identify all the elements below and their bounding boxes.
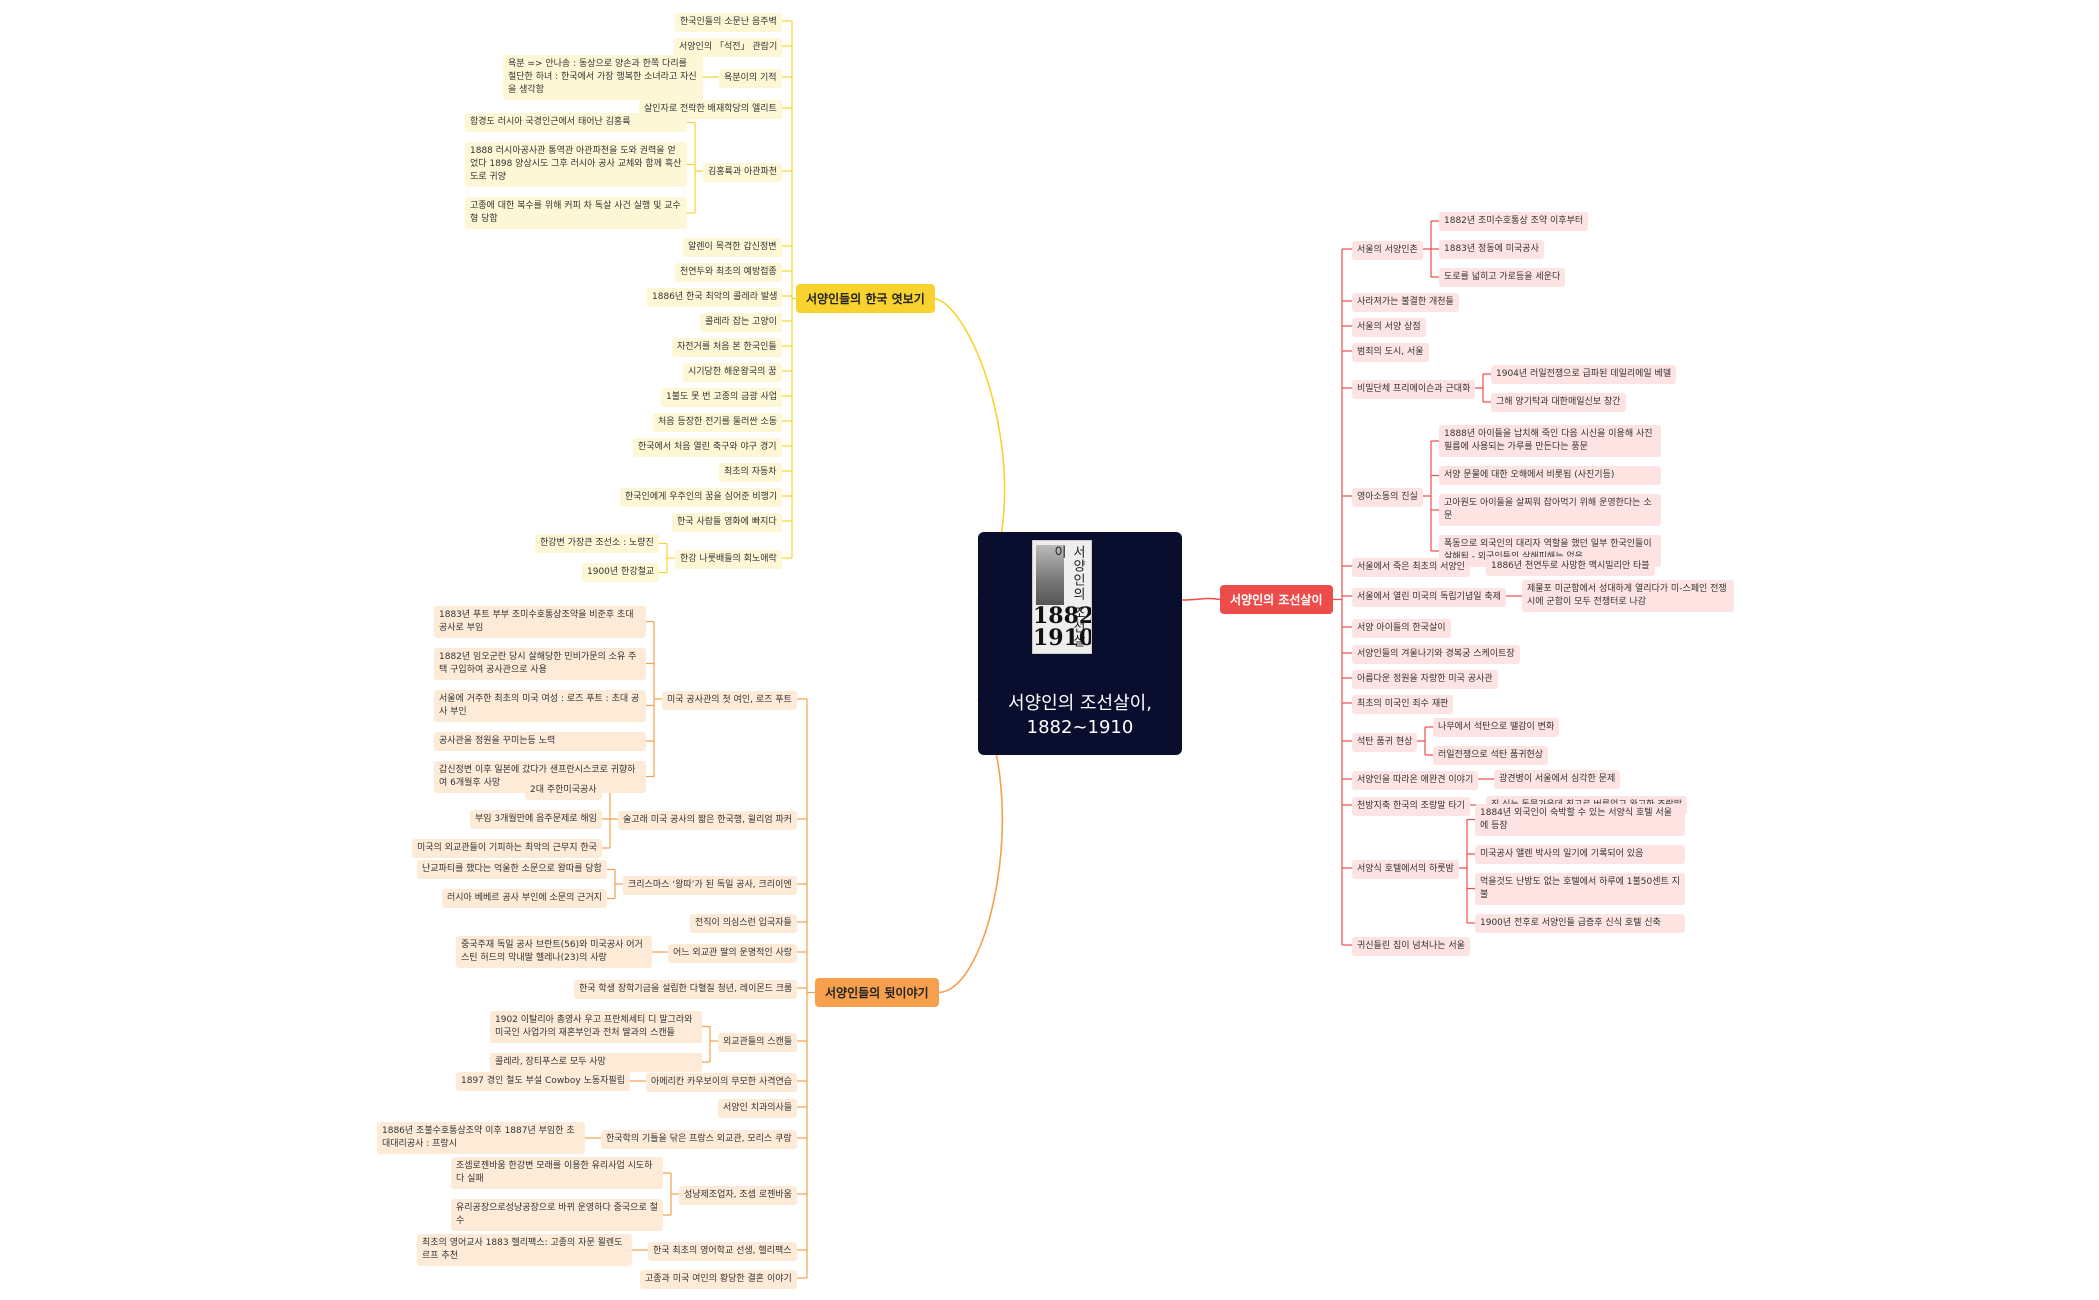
branch-red-item[interactable]: 서양인을 따라온 애완견 이야기 — [1352, 771, 1479, 790]
branch-red-subitem[interactable]: 도로를 넓히고 가로등을 세운다 — [1439, 267, 1566, 287]
branch-red-subitem[interactable]: 1882년 조미수호통상 조약 이후부터 — [1439, 211, 1589, 231]
branch-red-item[interactable]: 귀신들린 집이 넘쳐나는 서울 — [1352, 937, 1470, 956]
branch-red-item[interactable]: 비밀단체 프리메이슨과 근대화 — [1352, 380, 1476, 399]
branch-red-item[interactable]: 서울에서 죽은 최초의 서양인 — [1352, 558, 1470, 577]
branch-yellow-item[interactable]: 한국인에게 우주인의 꿈을 심어준 비행기 — [620, 488, 783, 507]
branch-orange-item[interactable]: 전직이 의심스런 입국자들 — [690, 914, 797, 933]
branch-orange-subitem[interactable]: 1883년 푸트 부부 조미수호통상조약을 비준후 초대 공사로 부임 — [434, 605, 646, 638]
branch-orange-subitem[interactable]: 1897 경인 철도 부설 Cowboy 노동자필립 — [456, 1071, 630, 1091]
branch-yellow-subitem[interactable]: 함경도 러시아 국경인근에서 태어난 김홍륙 — [465, 113, 687, 132]
branch-orange-subitem[interactable]: 공사관을 정원을 꾸미는등 노력 — [434, 731, 646, 751]
branch-red-subitem[interactable]: 1886년 천연두로 사망한 맥시밀리안 타블 — [1486, 556, 1655, 576]
branch-orange-subitem[interactable]: 미국의 외교관들이 기피하는 최악의 근무지 한국 — [412, 838, 602, 858]
branch-yellow-item[interactable]: 서양인의 「석전」 관람기 — [674, 38, 783, 57]
branch-orange-subitem[interactable]: 콜레라, 장티푸스로 모두 사망 — [490, 1052, 702, 1072]
connector-line — [1181, 597, 1221, 601]
branch-red-subitem[interactable]: 1888년 아이들을 납치해 죽인 다음 시신을 이용해 사진 필름에 사용되는… — [1439, 425, 1661, 457]
branch-orange-topic[interactable]: 서양인들의 뒷이야기 — [815, 978, 939, 1007]
branch-orange-item[interactable]: 크리스마스 ‘왕따’가 된 독일 공사, 크리이엔 — [623, 876, 797, 895]
branch-orange-item[interactable]: 한국 최초의 영어학교 선생, 헬리팩스 — [648, 1242, 797, 1261]
branch-red-item[interactable]: 서울의 서양 상점 — [1352, 318, 1426, 337]
branch-orange-item[interactable]: 성냥제조업자, 조셉 로젠바움 — [679, 1186, 797, 1205]
branch-orange-item[interactable]: 술고래 미국 공사의 짧은 한국행, 윌리엄 파커 — [618, 811, 798, 830]
branch-yellow-item[interactable]: 한강 나룻배들의 회노애락 — [675, 550, 782, 569]
branch-orange-item[interactable]: 아메리칸 카우보이의 무모한 사격연습 — [646, 1073, 798, 1092]
branch-orange-subitem[interactable]: 조셉로젠바움 한강변 모래를 이용한 유리사업 시도하다 실패 — [451, 1157, 663, 1189]
branch-red-subitem[interactable]: 나무에서 석탄으로 땔감이 변화 — [1433, 717, 1560, 737]
branch-yellow-item[interactable]: 한국인들의 소문난 음주벽 — [675, 13, 782, 32]
branch-red-subitem[interactable]: 고아원도 아이들을 살찌워 잡아먹기 위해 운영한다는 소문 — [1439, 494, 1661, 526]
branch-yellow-subitem[interactable]: 욕분 => 안나송 : 동상으로 양손과 한쪽 다리를 절단한 하녀 : 한국에… — [503, 54, 703, 100]
branch-orange-subitem[interactable]: 서울에 거주한 최초의 미국 여성 : 로즈 푸트 : 초대 공사 부인 — [434, 689, 646, 722]
branch-yellow-item[interactable]: 한국에서 처음 열린 축구와 야구 경기 — [633, 438, 782, 457]
branch-red-subitem[interactable]: 서양 문물에 대한 오해에서 비롯됨 (사진기등) — [1439, 466, 1661, 485]
branch-orange-subitem[interactable]: 부임 3개월만에 음주문제로 해임 — [470, 809, 602, 829]
branch-red-subitem[interactable]: 그해 양기탁과 대한매일신보 창간 — [1491, 392, 1626, 412]
book-cover-title: 서양인의 조선살이 — [1051, 545, 1085, 649]
branch-yellow-topic[interactable]: 서양인들의 한국 엿보기 — [796, 284, 935, 313]
branch-orange-item[interactable]: 서양인 치과의사들 — [718, 1099, 798, 1118]
branch-orange-subitem[interactable]: 러시아 베베르 공사 부인에 소문의 근거지 — [442, 889, 608, 908]
branch-red-item[interactable]: 천방지축 한국의 조랑말 타기 — [1352, 797, 1470, 816]
branch-yellow-item[interactable]: 시기당한 해운왕국의 꿈 — [683, 363, 782, 382]
branch-yellow-item[interactable]: 김홍륙과 아관파천 — [703, 163, 783, 182]
branch-yellow-item[interactable]: 천연두와 최초의 예방접종 — [675, 263, 782, 282]
branch-orange-subitem[interactable]: 최초의 영어교사 1883 헬리팩스: 고종의 자문 묄렌도르프 추천 — [417, 1234, 632, 1266]
branch-red-topic[interactable]: 서양인의 조선살이 — [1220, 585, 1333, 614]
branch-red-subitem[interactable]: 먹을것도 난방도 없는 호텔에서 하루에 1불50센트 지불 — [1475, 872, 1685, 905]
branch-red-item[interactable]: 영아소동의 진실 — [1352, 488, 1423, 507]
book-cover-photo — [1036, 545, 1064, 605]
branch-red-item[interactable]: 서울의 서양인촌 — [1352, 241, 1423, 260]
branch-red-subitem[interactable]: 제물포 미군함에서 성대하게 열리다가 미-스페인 전쟁시에 군함이 모두 전쟁… — [1522, 580, 1734, 612]
branch-yellow-item[interactable]: 한국 사람들 영화에 빠지다 — [672, 513, 782, 532]
branch-yellow-item[interactable]: 콜레라 잡는 고양이 — [700, 313, 782, 332]
branch-red-subitem[interactable]: 1883년 정동에 미국공사 — [1439, 239, 1544, 259]
branch-orange-subitem[interactable]: 난교파티를 했다는 억울한 소문으로 왕따를 당함 — [417, 860, 607, 879]
branch-orange-subitem[interactable]: 1882년 임오군란 당시 살해당한 민비가문의 소유 주택 구입하여 공사관으… — [434, 647, 646, 680]
branch-yellow-item[interactable]: 욕분이의 기적 — [719, 69, 782, 88]
branch-orange-subitem[interactable]: 2대 주한미국공사 — [525, 780, 602, 800]
branch-orange-item[interactable]: 미국 공사관의 첫 여인, 로즈 푸트 — [662, 691, 797, 710]
branch-yellow-subitem[interactable]: 1888 러시아공사관 통역관 아관파천을 도와 권력을 얻었다 1898 양상… — [465, 142, 687, 187]
branch-yellow-item[interactable]: 1886년 한국 최악의 콜레라 발생 — [647, 288, 783, 307]
branch-orange-item[interactable]: 어느 외교관 딸의 운명적인 사랑 — [668, 944, 798, 963]
branch-red-item[interactable]: 서양식 호텔에서의 하룻밤 — [1352, 860, 1459, 879]
branch-orange-subitem[interactable]: 1902 이탈리아 총영사 우고 프란체세티 디 말그라와 미국인 사업가의 재… — [490, 1010, 702, 1043]
branch-yellow-subitem[interactable]: 한강변 가장큰 조선소 : 노량진 — [535, 534, 659, 553]
branch-orange-item[interactable]: 고종과 미국 여인의 황당한 결혼 이야기 — [640, 1270, 797, 1289]
branch-red-subitem[interactable]: 1904년 러일전쟁으로 급파된 데일리메일 베델 — [1491, 364, 1677, 384]
branch-red-item[interactable]: 범죄의 도시, 서울 — [1352, 343, 1429, 362]
branch-red-subitem[interactable]: 1884년 외국인이 숙박할 수 있는 서양식 호텔 서울에 등장 — [1475, 803, 1685, 836]
branch-red-item[interactable]: 서양 아이들의 한국살이 — [1352, 619, 1451, 638]
branch-red-item[interactable]: 석탄 품귀 현상 — [1352, 733, 1418, 752]
central-topic-title: 서양인의 조선살이, 1882~1910 — [978, 692, 1182, 740]
branch-red-item[interactable]: 사라져가는 불결한 개천들 — [1352, 293, 1459, 312]
central-topic-title-line1: 서양인의 조선살이, — [1008, 693, 1152, 714]
branch-red-item[interactable]: 서양인들의 겨울나기와 경복궁 스케이트장 — [1352, 645, 1520, 664]
branch-yellow-subitem[interactable]: 고종에 대한 복수를 위해 커피 차 독살 사건 실행 및 교수형 당함 — [465, 197, 687, 229]
branch-red-subitem[interactable]: 미국공사 앨렌 박사의 일기에 기록되어 있음 — [1475, 844, 1685, 864]
branch-yellow-item[interactable]: 1불도 못 번 고종의 금광 사업 — [661, 388, 783, 407]
central-topic-title-line2: 1882~1910 — [1026, 717, 1134, 738]
branch-orange-item[interactable]: 외교관들의 스캔들 — [718, 1033, 798, 1052]
branch-red-item[interactable]: 서울에서 열린 미국의 독립기념일 축제 — [1352, 588, 1506, 607]
branch-yellow-item[interactable]: 처음 등장한 전기를 둘러싼 소동 — [653, 413, 783, 432]
branch-yellow-subitem[interactable]: 1900년 한강철교 — [582, 563, 660, 582]
branch-yellow-item[interactable]: 자전거를 처음 본 한국인들 — [672, 338, 782, 357]
branch-orange-subitem[interactable]: 유리공장으로성냥공장으로 바뀌 운영하다 중국으로 철수 — [451, 1199, 663, 1231]
branch-yellow-item[interactable]: 최초의 자동차 — [719, 463, 782, 482]
branch-orange-subitem[interactable]: 1886년 조불수호통상조약 이후 1887년 부임한 초대대리공사 : 프랑시 — [377, 1122, 585, 1154]
branch-orange-item[interactable]: 한국 학생 장학기금을 설립한 다혈질 청년, 레이몬드 크룸 — [574, 980, 798, 999]
branch-red-subitem[interactable]: 러일전쟁으로 석탄 품귀현상 — [1433, 745, 1549, 765]
branch-orange-subitem[interactable]: 중국주재 독일 공사 브란트(56)와 미국공사 어거스틴 허드의 막내딸 헬레… — [456, 936, 652, 968]
branch-red-item[interactable]: 최초의 미국인 죄수 재판 — [1352, 695, 1454, 714]
branch-red-subitem[interactable]: 광견병이 서울에서 심각한 문제 — [1494, 769, 1621, 789]
branch-red-subitem[interactable]: 1900년 전후로 서양인들 급증후 신식 호텔 신축 — [1475, 913, 1685, 933]
branch-yellow-item[interactable]: 알렌이 목격한 갑신정변 — [683, 238, 782, 257]
branch-orange-item[interactable]: 한국학의 기틀을 닦은 프랑스 외교관, 모리스 쿠랑 — [601, 1130, 797, 1149]
branch-red-item[interactable]: 아름다운 정원을 자랑한 미국 공사관 — [1352, 670, 1498, 689]
